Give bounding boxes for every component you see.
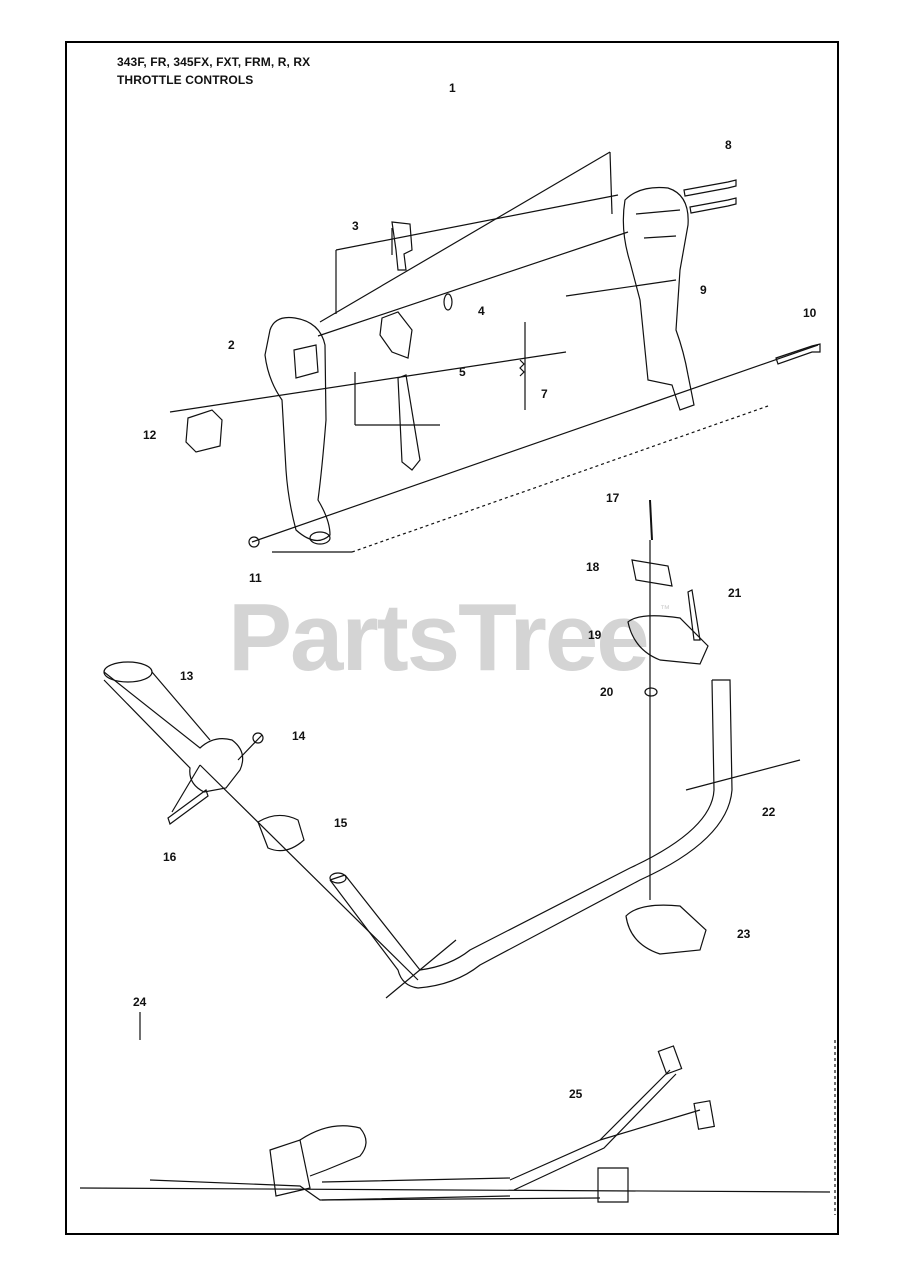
- throttle-handle-half: [623, 188, 694, 411]
- callout-15: 15: [334, 816, 348, 830]
- callout-1: 1: [449, 81, 456, 95]
- loop-nut: [253, 733, 263, 743]
- loop-handle-grip: [104, 662, 243, 792]
- hex-nut: [249, 537, 259, 547]
- long-screw: [776, 344, 820, 364]
- lockout-lever: [398, 375, 420, 470]
- callout-9: 9: [700, 283, 707, 297]
- callout-14: 14: [292, 729, 306, 743]
- callout-7: 7: [541, 387, 548, 401]
- callout-10: 10: [803, 306, 817, 320]
- throttle-lever: [392, 222, 412, 270]
- callout-2: 2: [228, 338, 235, 352]
- bracket-plate: [632, 560, 672, 586]
- circlip: [444, 294, 452, 310]
- callout-3: 3: [352, 219, 359, 233]
- callout-22: 22: [762, 805, 776, 819]
- callout-17: 17: [606, 491, 620, 505]
- callout-8: 8: [725, 138, 732, 152]
- callout-13: 13: [180, 669, 194, 683]
- throttle-trigger: [380, 312, 412, 358]
- bracket-upper: [628, 616, 708, 664]
- stop-switch: [186, 410, 222, 452]
- callout-24: 24: [133, 995, 147, 1009]
- callout-5: 5: [459, 365, 466, 379]
- bracket-bolt: [650, 500, 652, 540]
- handle-clamp: [258, 815, 304, 850]
- screws-pair: [684, 180, 736, 213]
- throttle-cable-assembly: [80, 1126, 830, 1200]
- callout-25: 25: [569, 1087, 583, 1101]
- bracket-lower: [626, 905, 706, 954]
- callout-18: 18: [586, 560, 600, 574]
- callout-4: 4: [478, 304, 485, 318]
- handle-housing: [265, 318, 330, 545]
- callout-21: 21: [728, 586, 742, 600]
- loop-tube: [330, 680, 732, 988]
- callout-12: 12: [143, 428, 157, 442]
- callout-19: 19: [588, 628, 602, 642]
- callout-11: 11: [249, 571, 262, 585]
- watermark-text: PartsTree: [228, 584, 650, 691]
- callout-16: 16: [163, 850, 177, 864]
- bracket-screw: [688, 590, 700, 640]
- section-title: THROTTLE CONTROLS: [117, 73, 254, 87]
- clamp-bolt: [168, 790, 208, 824]
- return-spring: [520, 360, 524, 376]
- diagram-frame: [65, 41, 839, 1235]
- callout-20: 20: [600, 685, 614, 699]
- callout-23: 23: [737, 927, 751, 941]
- wiring-harness: [510, 1046, 714, 1202]
- model-list: 343F, FR, 345FX, FXT, FRM, R, RX: [117, 55, 311, 69]
- watermark-trademark: ™: [660, 604, 670, 615]
- leader-lines: [140, 152, 835, 1215]
- washer: [645, 688, 657, 696]
